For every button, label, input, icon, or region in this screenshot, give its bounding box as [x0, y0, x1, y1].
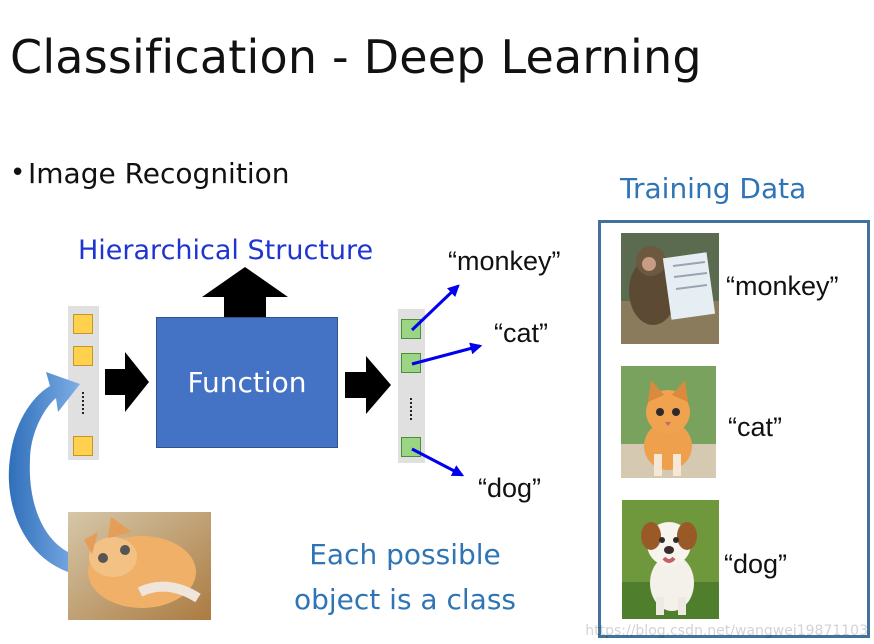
watermark-text: https://blog.csdn.net/wangwei19871103: [585, 623, 868, 639]
output-ellipsis: [410, 398, 412, 420]
up-arrow-icon: [202, 267, 288, 329]
input-vector: [68, 306, 99, 460]
input-ellipsis: [82, 392, 84, 414]
training-data-title: Training Data: [620, 172, 807, 205]
training-label-monkey: “monkey”: [726, 271, 839, 301]
right-arrow-icon: [105, 352, 149, 412]
training-dog-photo: [622, 500, 719, 619]
output-vector: [398, 309, 425, 463]
input-cell: [73, 346, 93, 366]
input-cat-photo: [68, 512, 211, 620]
output-label-monkey: “monkey”: [448, 246, 561, 276]
training-cat-photo: [621, 366, 716, 478]
training-label-dog: “dog”: [724, 549, 788, 579]
function-label: Function: [187, 366, 307, 399]
training-monkey-photo: [621, 233, 719, 344]
function-box: Function: [156, 317, 338, 448]
slide-title: Classification - Deep Learning: [10, 30, 702, 84]
hierarchical-structure-label: Hierarchical Structure: [78, 235, 374, 266]
output-label-dog: “dog”: [478, 473, 542, 503]
input-cell: [73, 436, 93, 456]
input-cell: [73, 314, 93, 334]
class-note-line-1: Each possible: [309, 538, 501, 571]
right-arrow-icon: [345, 356, 391, 414]
training-data-box: [598, 220, 870, 638]
bullet-dot-icon: •: [10, 158, 26, 188]
curved-input-arrow-icon: [0, 370, 90, 600]
class-note-line-2: object is a class: [293, 583, 517, 616]
output-label-cat: “cat”: [494, 318, 548, 348]
training-label-cat: “cat”: [728, 412, 782, 442]
bullet-line: •Image Recognition: [10, 160, 289, 188]
class-note: Each possible object is a class: [270, 532, 540, 622]
bullet-text: Image Recognition: [28, 157, 290, 190]
output-cell: [401, 319, 421, 339]
